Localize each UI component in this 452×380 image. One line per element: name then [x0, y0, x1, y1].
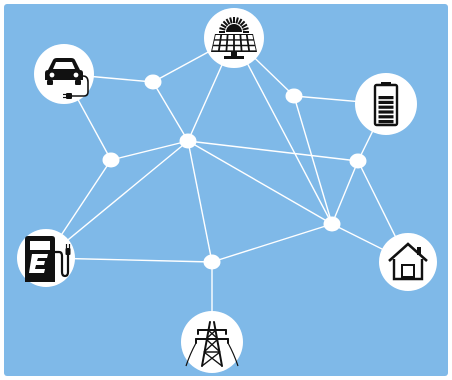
house-circle — [379, 233, 437, 291]
hub-right-node — [349, 153, 367, 169]
edge-hub-upper-right-to-hub-lower-right — [293, 95, 333, 225]
hub-lower-right-node — [323, 216, 341, 232]
power-pylon-node — [181, 311, 243, 373]
device-icons — [17, 8, 437, 373]
hub-bottom-node — [203, 254, 221, 270]
charging-station-icon — [25, 236, 71, 282]
junction-nodes — [102, 74, 367, 270]
electric-car-icon — [45, 58, 89, 99]
house-icon — [388, 242, 428, 281]
edge-hub-center-to-hub-lower-right — [187, 140, 333, 225]
edge-solar-panel-to-hub-lower-right — [233, 37, 333, 225]
solar-panel-icon — [211, 17, 257, 59]
edge-hub-center-to-hub-bottom — [187, 140, 213, 263]
hub-center-node — [179, 133, 197, 149]
edge-hub-right-to-hub-lower-right — [331, 160, 359, 225]
hub-top-node — [144, 74, 162, 90]
power-pylon-icon — [185, 321, 239, 367]
edge-hub-center-to-hub-left — [110, 140, 189, 161]
power-pylon-circle — [181, 311, 243, 373]
hub-upper-right-node — [285, 88, 303, 104]
diagram-background — [4, 4, 448, 376]
edge-hub-center-to-charging-station — [45, 140, 189, 259]
battery-icon — [373, 82, 399, 127]
electric-car-node — [34, 44, 94, 104]
edge-hub-center-to-hub-right — [187, 140, 359, 162]
charging-station-node — [17, 229, 75, 287]
battery-node — [355, 73, 417, 135]
solar-panel-node — [204, 8, 264, 68]
edge-hub-top-to-hub-center — [152, 81, 189, 142]
edge-hub-lower-right-to-hub-bottom — [211, 223, 333, 263]
house-node — [379, 233, 437, 291]
hub-left-node — [102, 152, 120, 168]
